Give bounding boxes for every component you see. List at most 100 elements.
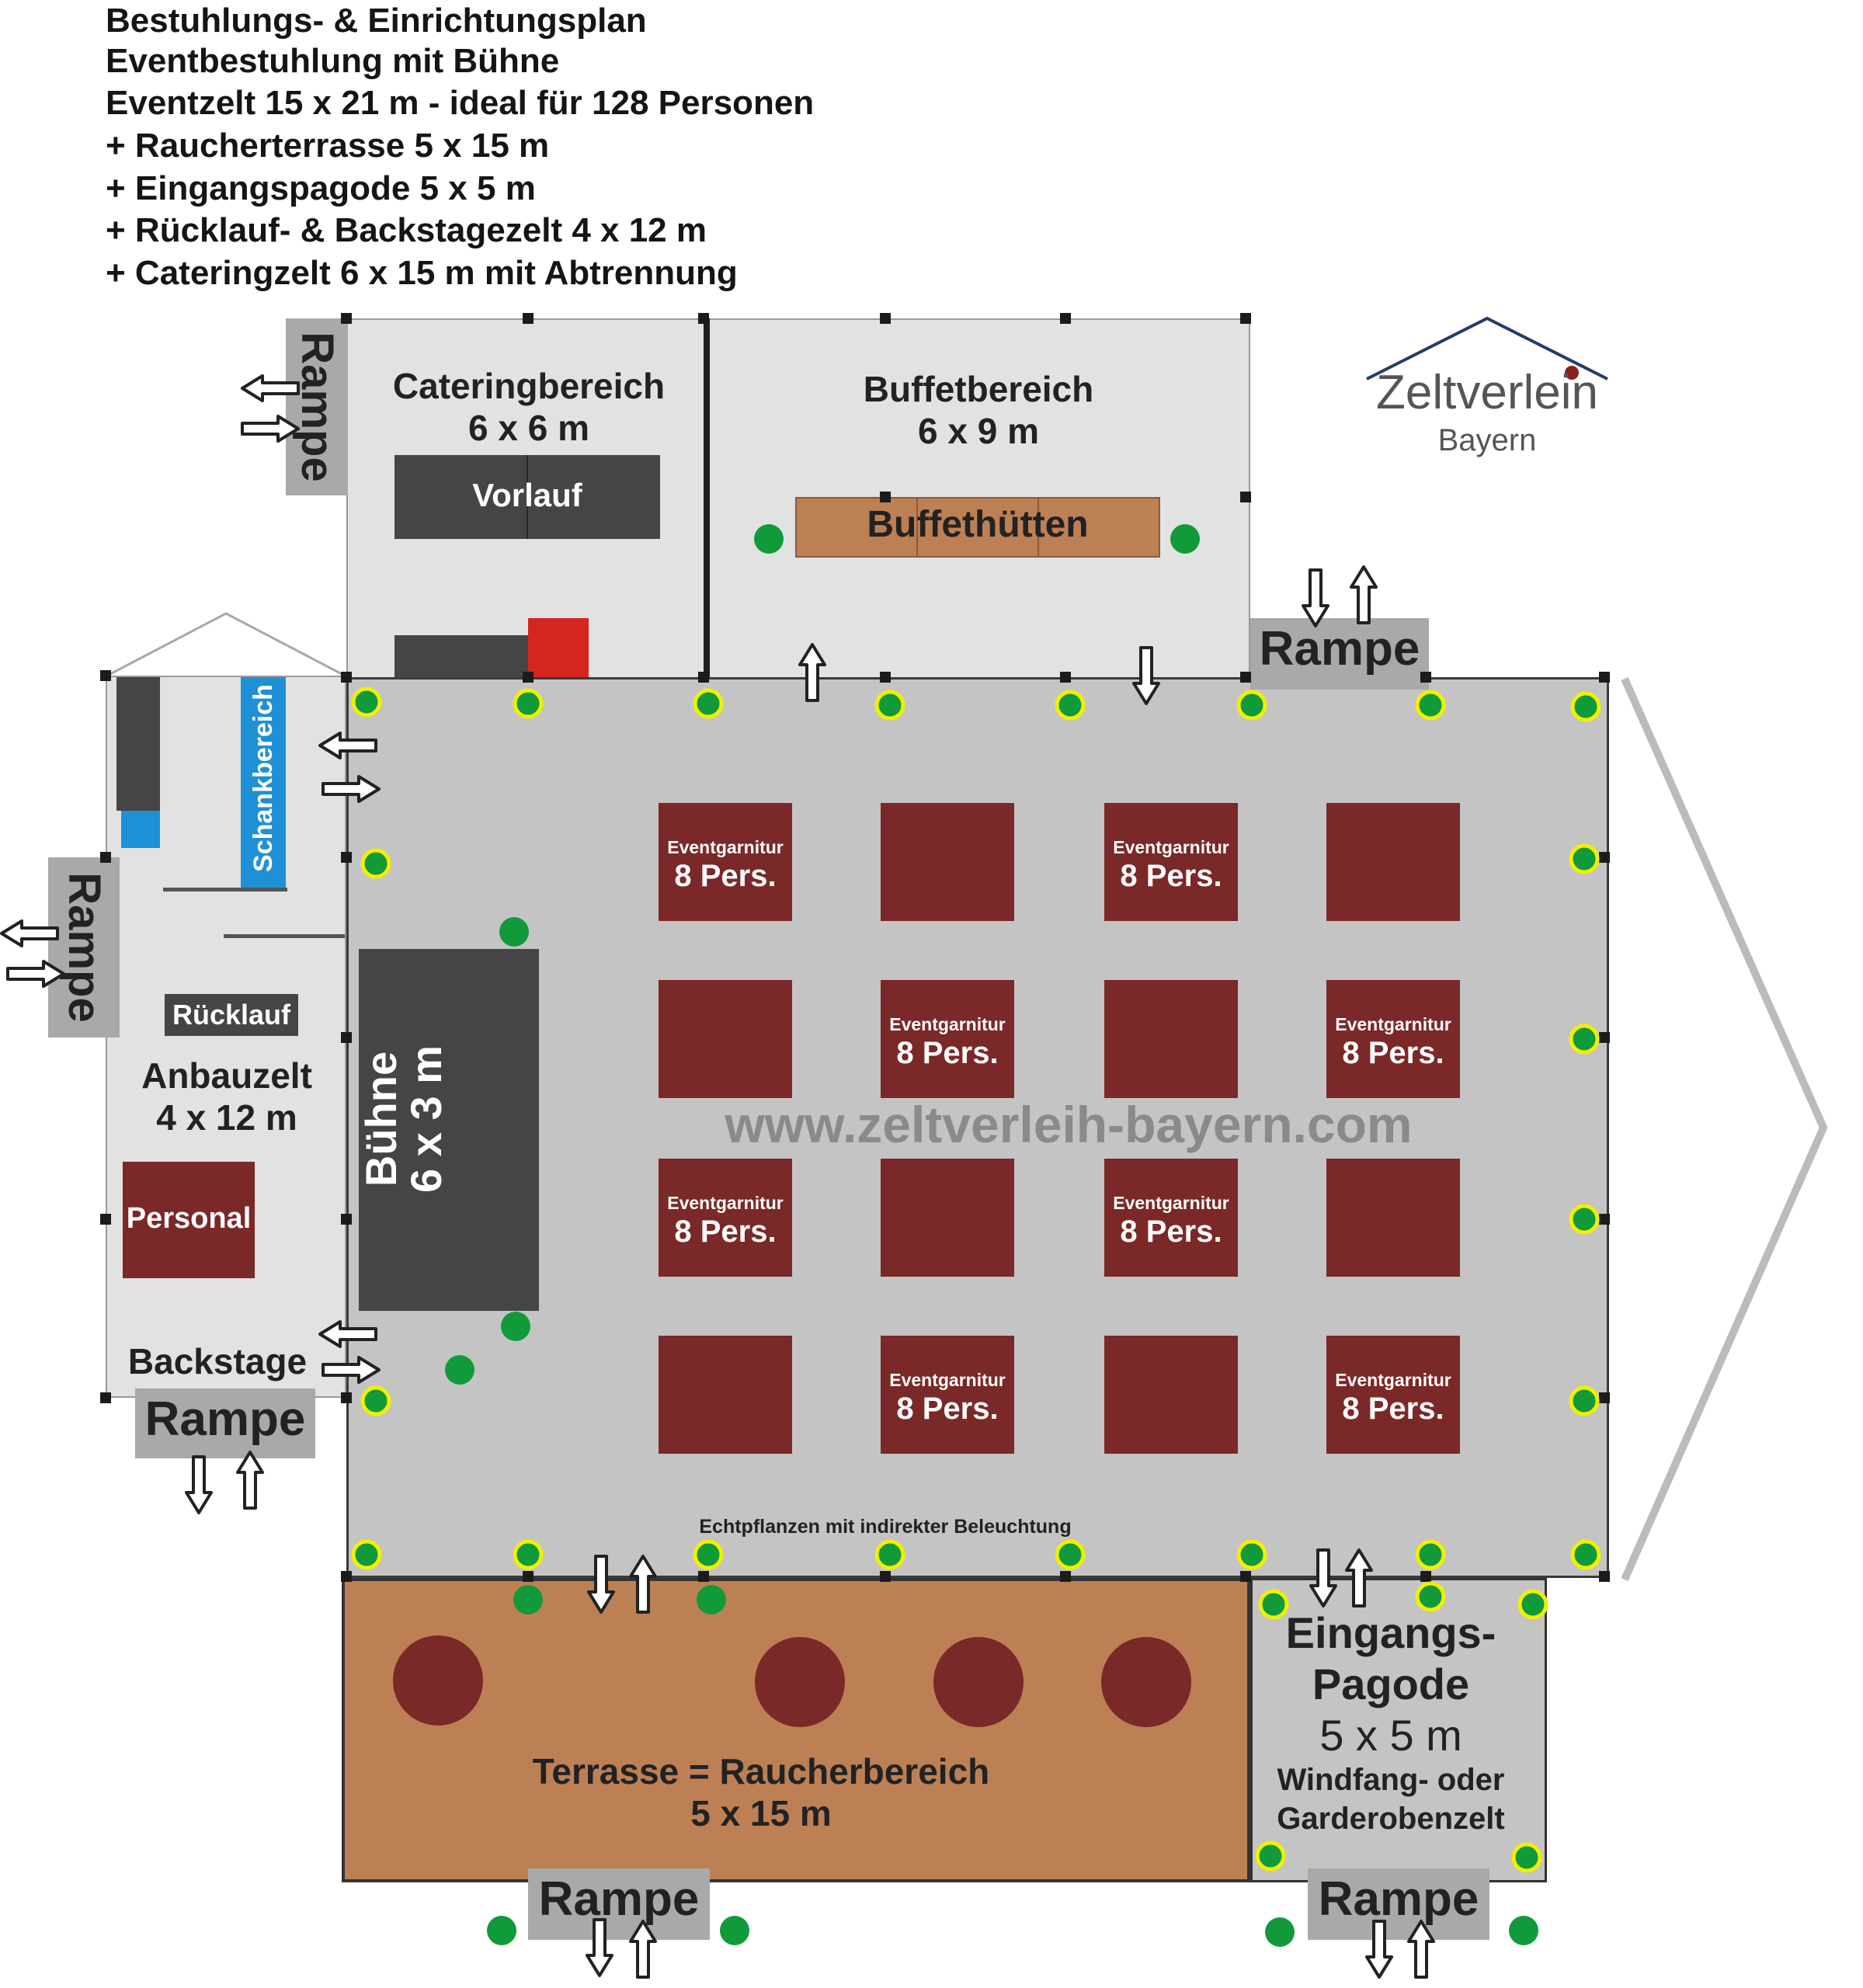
direction-arrow-icon — [629, 1555, 657, 1614]
header-line-5: + Eingangspagode 5 x 5 m — [106, 169, 536, 207]
lit-plant-icon — [1415, 690, 1446, 721]
catering-title: Cateringbereich — [392, 366, 666, 406]
table-label-bottom: 8 Pers. — [896, 1036, 999, 1070]
table-label-top: Eventgarnitur — [1113, 1193, 1229, 1213]
direction-arrow-icon — [1345, 1548, 1373, 1607]
tent-post — [100, 1392, 111, 1403]
catering-divider — [704, 318, 710, 683]
lit-plant-icon — [1570, 1539, 1601, 1570]
tent-post — [1060, 672, 1071, 683]
plant-icon — [720, 1916, 749, 1945]
plant-icon — [697, 1585, 726, 1614]
direction-arrow-icon — [322, 775, 381, 803]
event-table — [1326, 803, 1460, 921]
table-label-bottom: 8 Pers. — [674, 859, 777, 893]
plants-note: Echtpflanzen mit indirekter Beleuchtung — [699, 1516, 1072, 1538]
plant-icon — [445, 1355, 474, 1385]
catering-size: 6 x 6 m — [468, 408, 589, 448]
ramp-catering — [286, 318, 348, 495]
catering-red-box — [528, 618, 589, 677]
anbau-title: Anbauzelt — [141, 1055, 312, 1096]
buffet-huts-label: Buffethütten — [867, 504, 1089, 545]
lit-plant-icon — [513, 688, 544, 719]
tent-post — [1060, 313, 1071, 324]
direction-arrow-icon — [798, 643, 826, 702]
plant-icon — [1170, 524, 1200, 554]
table-label-bottom: 8 Pers. — [1120, 859, 1222, 893]
tent-post — [341, 852, 352, 863]
lit-plant-icon — [1055, 1539, 1086, 1570]
direction-arrow-icon — [1407, 1920, 1435, 1979]
table-label-bottom: 8 Pers. — [1342, 1036, 1444, 1070]
plant-icon — [754, 524, 784, 554]
tent-post — [341, 1392, 352, 1403]
lit-plant-icon — [1258, 1589, 1289, 1620]
tent-post — [698, 1571, 709, 1582]
lit-plant-icon — [1511, 1842, 1542, 1873]
direction-arrow-icon — [1132, 646, 1160, 705]
ramp-buffet — [1250, 618, 1429, 690]
lit-plant-icon — [1415, 1539, 1446, 1570]
table-label-top: Eventgarnitur — [667, 1193, 784, 1213]
tent-post — [1420, 672, 1431, 683]
table-label-bottom: 8 Pers. — [1120, 1215, 1222, 1249]
tent-post — [1599, 852, 1610, 863]
terrace-size: 5 x 15 m — [690, 1793, 832, 1833]
tent-post — [698, 672, 709, 683]
lit-plant-icon — [513, 1539, 544, 1570]
lit-plant-icon — [874, 690, 905, 721]
tent-post — [1599, 1392, 1610, 1403]
direction-arrow-icon — [241, 374, 300, 402]
table-label-bottom: 8 Pers. — [1342, 1392, 1444, 1426]
header-line-7: + Cateringzelt 6 x 15 m mit Abtrennung — [106, 254, 738, 292]
entrance-pagoda — [1250, 1578, 1547, 1882]
lit-plant-icon — [1569, 1024, 1600, 1055]
catering-counter — [394, 635, 531, 677]
round-table — [755, 1637, 845, 1727]
ramp-backstage-label: Rampe — [144, 1392, 306, 1446]
pagoda-size: 5 x 5 m — [1319, 1711, 1462, 1760]
logo-name: Zeltverlein — [1376, 366, 1598, 419]
tent-apse-outline — [1621, 676, 1828, 1582]
lit-plant-icon — [1415, 1581, 1446, 1612]
table-label-top: Eventgarnitur — [667, 837, 784, 857]
lit-plant-icon — [693, 1539, 724, 1570]
tent-post — [1420, 1571, 1431, 1582]
lit-plant-icon — [1569, 1204, 1600, 1235]
ramp-terrace — [528, 1868, 710, 1940]
ramp-pagoda — [1308, 1868, 1489, 1940]
direction-arrow-icon — [587, 1555, 615, 1614]
direction-arrow-icon — [6, 960, 65, 988]
table-label-bottom: 8 Pers. — [674, 1215, 777, 1249]
pagoda-desc-1: Windfang- oder — [1277, 1763, 1505, 1797]
event-table — [659, 1336, 792, 1454]
buffet-size: 6 x 9 m — [918, 411, 1039, 451]
tent-post — [1599, 1571, 1610, 1582]
logo-roof-icon — [1366, 316, 1608, 381]
tent-post — [100, 1214, 111, 1225]
schank-bar — [241, 677, 286, 888]
event-table — [1104, 1336, 1238, 1454]
direction-arrow-icon — [586, 1918, 613, 1977]
tent-post — [523, 672, 534, 683]
plant-icon — [1509, 1916, 1538, 1945]
table-label-top: Eventgarnitur — [889, 1014, 1006, 1034]
direction-arrow-icon — [241, 415, 300, 443]
tent-post — [341, 1214, 352, 1225]
header-line-2: Eventbestuhlung mit Bühne — [106, 42, 560, 80]
buffet-hut-seam — [1038, 497, 1039, 558]
header-line-3: Eventzelt 15 x 21 m - ideal für 128 Pers… — [106, 84, 815, 122]
pagoda-title-1: Eingangs- — [1285, 1608, 1496, 1657]
table-label-top: Eventgarnitur — [1335, 1370, 1451, 1390]
tent-post — [1240, 492, 1251, 502]
tent-post — [1240, 672, 1251, 683]
lit-plant-icon — [1570, 691, 1601, 722]
terrace — [342, 1578, 1250, 1882]
event-table — [1326, 1159, 1460, 1277]
plant-icon — [499, 917, 529, 947]
